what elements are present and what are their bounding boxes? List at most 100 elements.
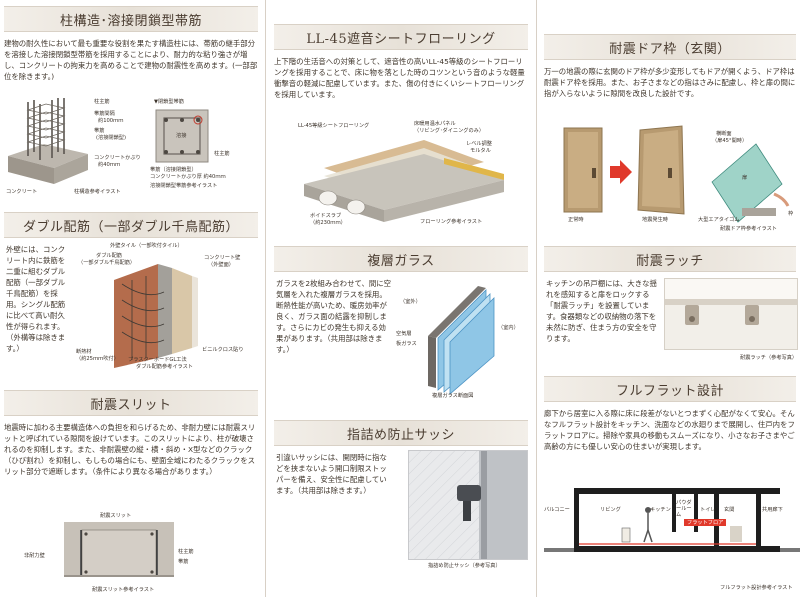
latch-photo (664, 278, 798, 350)
label-frame: 枠 (788, 211, 794, 217)
section-title: ダブル配筋（一部ダブル千鳥配筋） (4, 212, 258, 238)
sash-photo (408, 450, 528, 560)
label-flat-floor: フラットフロア (684, 519, 727, 526)
label-void: ボイドスラブ (310, 213, 342, 219)
label-shitsunai: （室内） (498, 325, 519, 331)
caption-latch: 耐震ラッチ（参考写真） (740, 355, 798, 361)
section-title: 複層ガラス (274, 246, 528, 272)
floor-layers-diagram (304, 140, 504, 222)
section-door-frame: 耐震ドア枠（玄関） 万一の地震の際に玄関のドア枠が多少変形してもドアが開くよう、… (544, 34, 796, 99)
section-body: 引違いサッシには、開閉時に指などを挟まないよう開口制限ストッパーを備え、安全性に… (276, 453, 387, 495)
label-yukadanbou-sub: （リビング･ダイニングのみ） (414, 128, 485, 134)
glass-section-diagram (428, 286, 495, 395)
label-glass: 板ガラス (396, 341, 417, 347)
label-double: ダブル配筋 (96, 253, 122, 259)
caption-flooring: フローリング参考イラスト (420, 219, 483, 225)
label-level: レベル調整 (466, 141, 492, 147)
door-illustration: 正常時 地震発生時 横断面 （扉45°開時） 扉 枠 大型エアタイゴム 耐震ドア… (546, 124, 798, 234)
column-middle: LL-45遮音シートフローリング 上下階の生活音への対策として、遮音性の高いLL… (270, 0, 532, 597)
caption-slit: 耐震スリット参考イラスト (92, 587, 155, 593)
caption-double-rebar: ダブル配筋参考イラスト (136, 364, 193, 370)
section-body: 外壁には、コンクリート内に鉄筋を二重に組むダブル配筋（一部ダブル千鳥配筋）を採用… (6, 245, 66, 353)
label-concrete: コンクリート (6, 189, 38, 195)
full-flat-section-diagram (544, 488, 800, 552)
label-hashira-shukin: 柱主筋 (94, 99, 110, 105)
latch-image (665, 279, 797, 325)
slit-illustration: 耐震スリット 非耐力壁 柱主筋 帯筋 耐震スリット参考イラスト (4, 508, 258, 594)
label-door: 扉 (742, 175, 748, 181)
caption-column: 柱構造参考イラスト (74, 189, 121, 195)
label-plaster: プラスターボードGL工法 (128, 357, 187, 363)
wall-section-diagram (114, 264, 198, 368)
column-left: 柱構造･溶接閉鎖型帯筋 建物の耐久性において最も重要な役割を果たす構造柱には、帯… (0, 0, 262, 597)
section-title: 耐震ラッチ (544, 246, 796, 272)
label-obikin-right: 帯筋（溶接閉鎖型） (150, 167, 197, 173)
caption-sash: 指詰め防止サッシ（参考写真） (428, 563, 501, 569)
label-ll45: LL-45等級シートフローリング (298, 123, 370, 129)
label-tobira-waku: 横断面 (716, 131, 732, 137)
label-concrete-wall: コンクリート壁 (204, 255, 241, 261)
label-hashira-shukin-2: 柱主筋 (214, 151, 230, 157)
label-normal: 正常時 (568, 217, 584, 223)
label-obikin-kankaku: 帯筋間隔 (94, 111, 115, 117)
column-illustration: 柱主筋 帯筋間隔 約100ｍｍ 帯筋 (溶接閉鎖型) コンクリートかぶり 約40… (4, 96, 258, 196)
column-right: 耐震ドア枠（玄関） 万一の地震の際に玄関のドア枠が多少変形してもドアが開くよう、… (540, 0, 800, 597)
caption-door: 耐震ドア枠参考イラスト (720, 226, 777, 232)
column-divider (536, 0, 537, 597)
label-kuukisou: 空気層 (396, 331, 412, 337)
door-frame-diagram (563, 125, 790, 223)
section-body: 建物の耐久性において最も重要な役割を果たす構造柱には、帯筋の継手部分を溶接した溶… (4, 39, 258, 81)
double-rebar-illustration: 外壁タイル（一部吹付タイル） ダブル配筋 （一部ダブル千鳥配筋） コンクリート壁… (74, 240, 260, 370)
label-hitairyoku: 非耐力壁 (24, 553, 45, 559)
rebar-column-diagram (8, 98, 209, 184)
column-divider (265, 0, 266, 597)
label-balcony: バルコニー (544, 507, 570, 513)
label-concrete-kaburi: コンクリートかぶり (94, 155, 141, 161)
label-gaiheki-tile: 外壁タイル（一部吹付タイル） (110, 243, 183, 249)
label-slit-hashira: 柱主筋 (178, 549, 194, 555)
section-flooring: LL-45遮音シートフローリング 上下階の生活音への対策として、遮音性の高いLL… (274, 24, 528, 100)
label-kaburi-right: コンクリートかぶり厚 約40ｍｍ (150, 174, 226, 180)
section-title: 柱構造･溶接閉鎖型帯筋 (4, 6, 258, 32)
label-concrete-wall-sub: （外壁面） (208, 262, 234, 268)
caption-welded-hoop: 溶接閉鎖型帯筋参考イラスト (150, 183, 218, 189)
label-dannetsu: 断熱材 (76, 349, 92, 355)
label-powder: パウダールーム (676, 500, 692, 518)
section-double-glass: 複層ガラス (274, 246, 528, 272)
slit-plan-diagram (64, 522, 174, 577)
section-body: ガラスを2枚組み合わせて、間に空気層を入れた複層ガラスを採用。断熱性能が高いため… (276, 279, 392, 354)
label-slit-obikin: 帯筋 (178, 559, 189, 565)
label-tobira-sub: （扉45°開時） (712, 138, 748, 144)
label-obikin-sub: (溶接閉鎖型) (96, 135, 126, 141)
label-void-sub: （約230ｍｍ） (310, 220, 346, 226)
sash-stopper-image (409, 451, 527, 559)
section-body: 上下階の生活音への対策として、遮音性の高いLL-45等級のシートフローリングを採… (274, 57, 525, 99)
section-body: 万一の地震の際に玄関のドア枠が多少変形してもドアが開くよう、ドア枠は耐震ドア枠を… (544, 67, 796, 98)
label-yousetsu: 溶接 (176, 133, 187, 139)
label-slit: 耐震スリット (100, 513, 132, 519)
glass-illustration: （室外） （室内） 空気層 板ガラス 複層ガラス断面図 (394, 276, 528, 400)
label-kankaku-value: 約100ｍｍ (98, 118, 124, 124)
caption-glass: 複層ガラス断面図 (432, 393, 474, 399)
full-flat-illustration: バルコニー リビング キッチン パウダールーム トイレ 玄関 共用廊下 フラット… (544, 484, 800, 594)
label-kaburi-value: 約40ｍｍ (98, 162, 121, 168)
caption-full-flat: フルフラット設計参考イラスト (720, 585, 793, 591)
label-double-sub: （一部ダブル千鳥配筋） (78, 260, 136, 266)
label-toilet: トイレ (700, 507, 716, 513)
label-gap: 大型エアタイゴム (698, 217, 740, 223)
section-body: キッチンの吊戸棚には、大きな揺れを感知すると扉をロックする「耐震ラッチ」を設置し… (546, 279, 657, 343)
flooring-illustration: LL-45等級シートフローリング 床暖用温水パネル （リビング･ダイニングのみ）… (274, 118, 528, 230)
label-vinyl: ビニルクロス貼り (202, 347, 244, 353)
label-living: リビング (600, 507, 621, 513)
section-body: 廊下から居室に入る際に床に段差がないとつまずく心配がなくて安心。そんなフルフラッ… (544, 409, 795, 451)
section-title: 指詰め防止サッシ (274, 420, 528, 446)
section-body: 地震時に加わる主要構造体への負担を和らげるため、非耐力壁には耐震スリットと呼ばれ… (4, 423, 256, 476)
label-kitchen: キッチン (650, 507, 671, 513)
label-okugai: （室外） (400, 299, 421, 305)
section-title: フルフラット設計 (544, 376, 796, 402)
label-genkan: 玄関 (724, 507, 735, 513)
section-sash: 指詰め防止サッシ (274, 420, 528, 446)
section-full-flat: フルフラット設計 廊下から居室に入る際に床に段差がないとつまずく心配がなくて安心… (544, 376, 796, 452)
label-quake: 地震発生時 (642, 217, 668, 223)
section-title: LL-45遮音シートフローリング (274, 24, 528, 50)
